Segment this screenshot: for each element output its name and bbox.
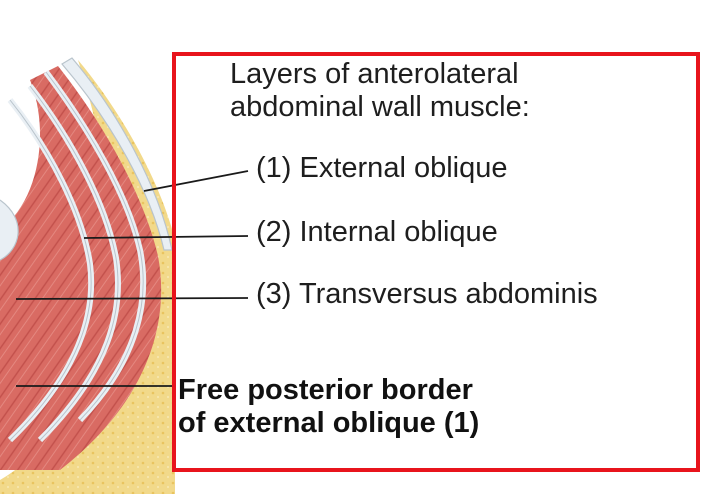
leader-line-2 (83, 235, 249, 239)
label-internal-oblique: (2) Internal oblique (256, 216, 498, 248)
diagram-title: Layers of anterolateral abdominal wall m… (230, 58, 530, 125)
fascia-line-1-edge (45, 71, 144, 421)
highlight-box (172, 52, 700, 472)
title-line-2: abdominal wall muscle: (230, 91, 530, 124)
leader-line-3 (15, 297, 249, 300)
leader-line-1 (143, 170, 249, 192)
label-external-oblique: (1) External oblique (256, 152, 508, 184)
fascia-line-2-edge (29, 85, 119, 441)
free-border-line-2: of external oblique (1) (178, 407, 480, 440)
label-transversus-abdominis: (3) Transversus abdominis (256, 278, 598, 310)
fascia-line-3-edge (9, 99, 92, 441)
label-free-posterior-border: Free posterior border of external obliqu… (178, 374, 479, 441)
title-line-1: Layers of anterolateral (230, 58, 519, 90)
free-border-line-1: Free posterior border (178, 374, 473, 406)
inner-fascia (0, 199, 19, 261)
